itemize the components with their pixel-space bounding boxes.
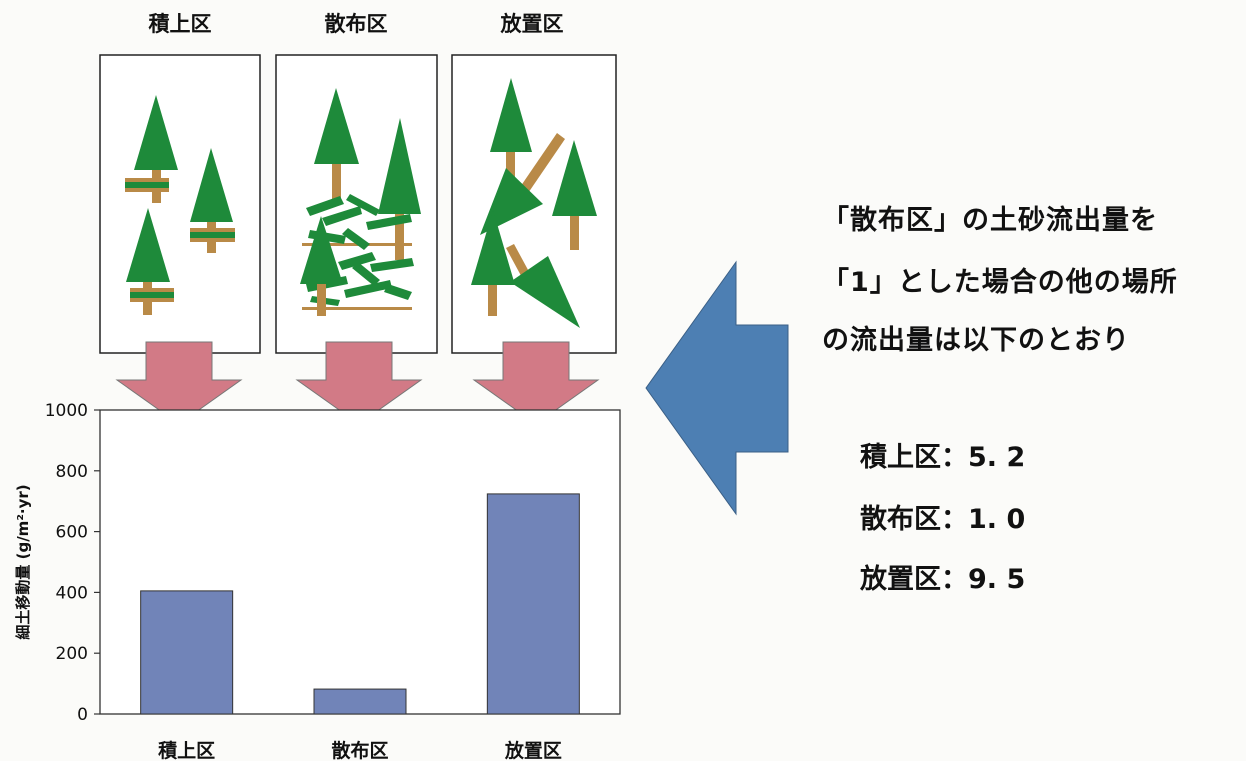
panel-title-houchi: 放置区 xyxy=(500,12,564,36)
bar-1 xyxy=(313,688,407,715)
x-tick-label: 散布区 xyxy=(331,739,388,761)
ratio-tsumiage: 積上区：5. 2 xyxy=(860,442,1026,473)
note-line-3: の流出量は以下のとおり xyxy=(822,325,1130,356)
y-tick-label: 1000 xyxy=(45,401,88,421)
x-tick-label: 放置区 xyxy=(504,739,562,761)
y-tick-label: 600 xyxy=(56,523,88,543)
y-axis-label: 細土移動量 (g/m²·yr) xyxy=(14,484,32,639)
stacked-logs-scene xyxy=(125,95,235,315)
down-arrows xyxy=(115,341,600,425)
y-tick-label: 800 xyxy=(56,462,88,482)
x-tick-label: 積上区 xyxy=(158,739,215,761)
down-arrow-1 xyxy=(115,341,243,425)
down-arrow-2 xyxy=(295,341,423,425)
note-line-1: 「散布区」の土砂流出量を xyxy=(822,205,1158,236)
y-tick-label: 400 xyxy=(56,583,88,603)
left-in-place-scene xyxy=(471,78,597,328)
panel-title-sanpu: 散布区 xyxy=(324,12,388,36)
ratio-houchi: 放置区：9. 5 xyxy=(860,564,1026,595)
down-arrow-3 xyxy=(472,341,600,425)
ratio-sanpu: 散布区：1. 0 xyxy=(860,504,1026,535)
note-line-2: 「1」とした場合の他の場所 xyxy=(822,267,1178,298)
bar-0 xyxy=(140,590,234,715)
y-tick-label: 0 xyxy=(77,705,88,725)
panel-title-tsumiage: 積上区 xyxy=(148,12,212,36)
panel-tsumiage xyxy=(99,54,261,354)
left-arrow xyxy=(645,260,789,516)
scattered-debris-scene xyxy=(300,88,421,316)
bar-2 xyxy=(486,493,580,715)
y-tick-label: 200 xyxy=(56,644,88,664)
